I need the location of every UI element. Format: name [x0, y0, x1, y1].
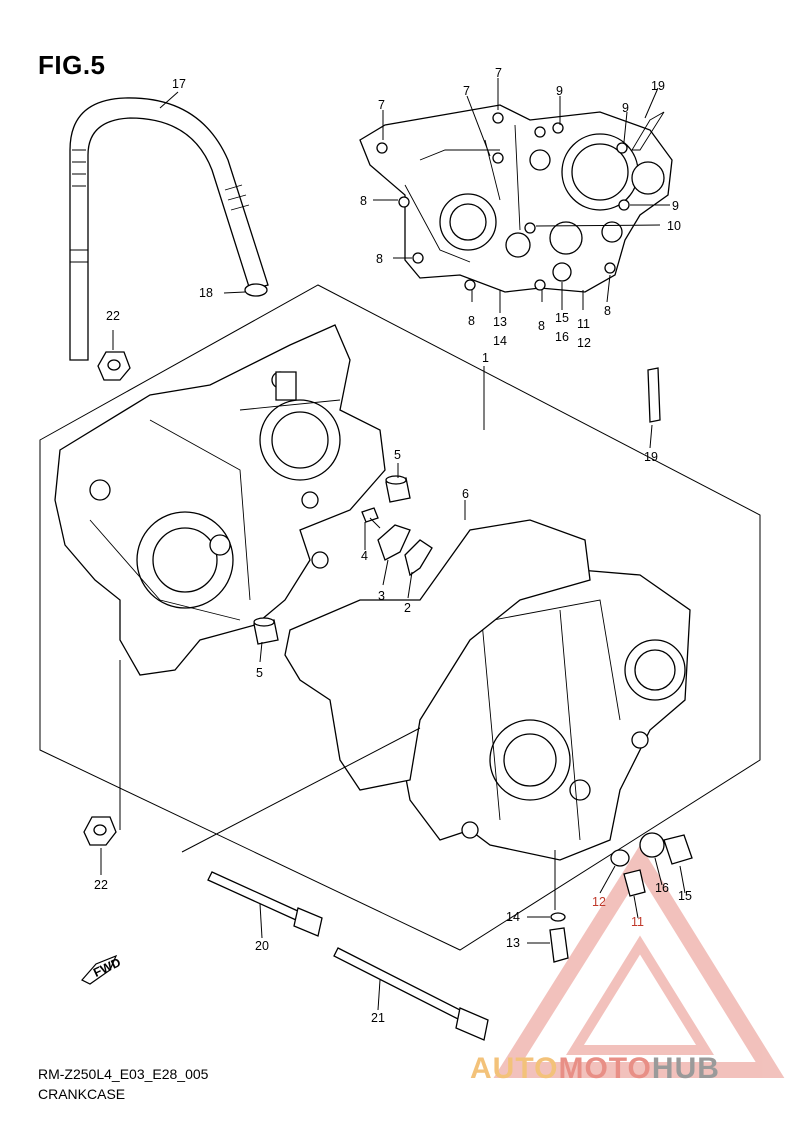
- callout-10: 10: [667, 219, 681, 233]
- callout-9c: 9: [672, 199, 679, 213]
- watermark-part-1: AUTO: [470, 1052, 559, 1085]
- fwd-arrow-icon: [81, 954, 118, 985]
- diagram-code: RM-Z250L4_E03_E28_005: [38, 1066, 209, 1082]
- callout-8b: 8: [376, 252, 383, 266]
- watermark-text: AUTOMOTOHUB: [470, 1052, 720, 1086]
- fwd-label: FWD: [91, 955, 123, 980]
- callout-8c: 8: [468, 314, 475, 328]
- callout-17: 17: [172, 77, 186, 91]
- callout-19b: 19: [644, 450, 658, 464]
- callout-13b: 13: [506, 936, 520, 950]
- callout-22b: 22: [94, 878, 108, 892]
- callout-22a: 22: [106, 309, 120, 323]
- callout-2: 2: [404, 601, 411, 615]
- figure-title: FIG.5: [38, 50, 106, 80]
- callout-7c: 7: [463, 84, 470, 98]
- watermark-part-2: MOTO: [558, 1052, 652, 1085]
- oil-seals: [83, 351, 131, 846]
- left-crankcase: [54, 324, 386, 676]
- callout-13a: 13: [493, 315, 507, 329]
- callout-15a: 15: [555, 311, 569, 325]
- hose-clip: [244, 283, 268, 297]
- callout-9b: 9: [622, 101, 629, 115]
- watermark-part-3: HUB: [651, 1052, 720, 1085]
- callout-8a: 8: [360, 194, 367, 208]
- dowel-pins: [253, 475, 411, 645]
- callout-8d: 8: [538, 319, 545, 333]
- callout-9a: 9: [556, 84, 563, 98]
- assembly-outline: [39, 284, 761, 951]
- callout-5b: 5: [256, 666, 263, 680]
- callout-16a: 16: [555, 330, 569, 344]
- callout-14b: 14: [506, 910, 520, 924]
- crankcase-top-view: [359, 104, 673, 293]
- callout-14a: 14: [493, 334, 507, 348]
- callout-18: 18: [199, 286, 213, 300]
- callout-20: 20: [255, 939, 269, 953]
- oil-plate-parts: [361, 507, 433, 577]
- leader-lines: [100, 78, 686, 1011]
- hose-bracket: [647, 367, 661, 423]
- callout-6: 6: [462, 487, 469, 501]
- callout-21: 21: [371, 1011, 385, 1025]
- callout-1: 1: [482, 351, 489, 365]
- callout-3: 3: [378, 589, 385, 603]
- callout-7a: 7: [378, 98, 385, 112]
- callout-15b: 15: [678, 889, 692, 903]
- callout-12a: 12: [577, 336, 591, 350]
- callout-19a: 19: [651, 79, 665, 93]
- crankcase-gasket: [284, 519, 591, 791]
- callout-12b: 12: [592, 895, 606, 909]
- callout-5a: 5: [394, 448, 401, 462]
- stud-bolts: [207, 871, 489, 1041]
- drain-plug-parts: [549, 832, 693, 963]
- callout-4: 4: [361, 549, 368, 563]
- callout-16b: 16: [655, 881, 669, 895]
- callout-11b: 11: [631, 915, 644, 929]
- watermark-logo-icon: [493, 844, 785, 1078]
- diagram-name: CRANKCASE: [38, 1086, 126, 1102]
- callout-8e: 8: [604, 304, 611, 318]
- breather-hose: [69, 97, 269, 361]
- callout-7b: 7: [495, 66, 502, 80]
- callout-11a: 11: [577, 317, 590, 331]
- callout-labels: 1 2 3 4 5 5 6 7 7 7 8 8 8 8 8 8 8 9 9 9 …: [94, 66, 692, 1025]
